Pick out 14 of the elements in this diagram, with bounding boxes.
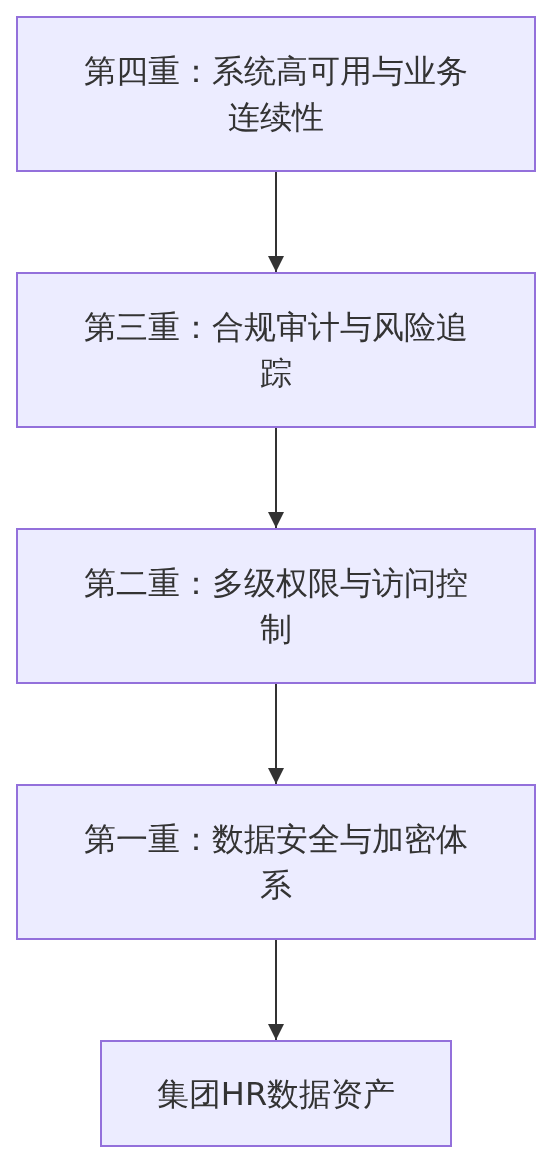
process-box	[16, 784, 536, 940]
arrow	[268, 171, 284, 273]
node-label: 第三重：合规审计与风险追踪	[83, 307, 469, 394]
process-box	[16, 528, 536, 684]
process-box	[16, 272, 536, 428]
process-box	[100, 1040, 452, 1147]
arrow	[268, 427, 284, 529]
arrow	[268, 683, 284, 785]
node-label: 第二重：多级权限与访问控制	[83, 563, 469, 650]
arrow	[268, 939, 284, 1041]
node-label: 第四重：系统高可用与业务连续性	[83, 51, 469, 138]
process-box	[16, 16, 536, 172]
node-label: 集团HR数据资产	[156, 1073, 396, 1115]
node-label: 第一重：数据安全与加密体系	[83, 819, 469, 906]
